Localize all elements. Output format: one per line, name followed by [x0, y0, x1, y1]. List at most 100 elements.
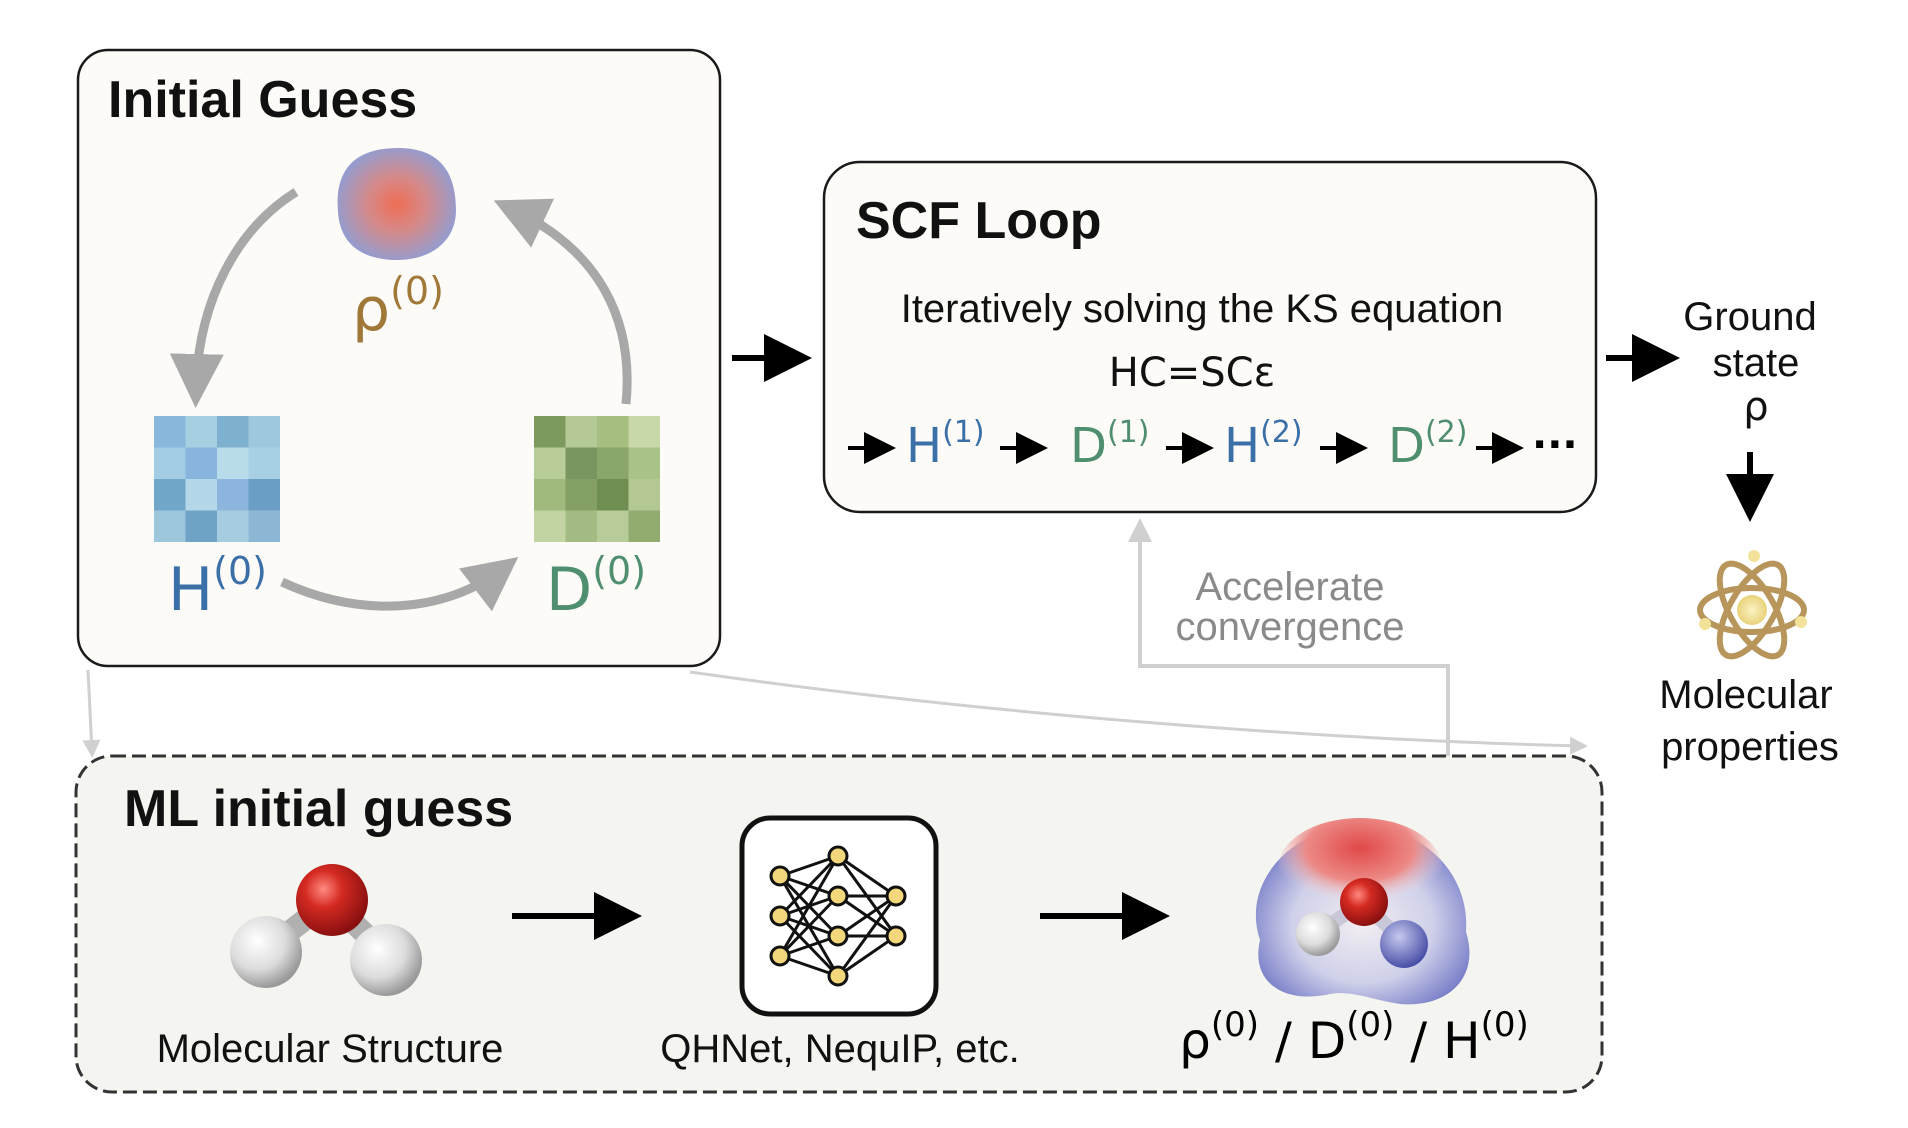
- h-matrix-cell: [154, 447, 186, 479]
- water-molecule-icon: [230, 864, 422, 996]
- d-matrix-cell: [628, 447, 660, 479]
- ml-output-d: D: [1308, 1012, 1347, 1070]
- scf-step-base: H: [906, 418, 942, 474]
- hamiltonian-matrix-icon: [154, 416, 280, 542]
- scf-step-base: D: [1388, 418, 1425, 474]
- d-0-sup: (0): [592, 549, 646, 593]
- ground-state-rho: ρ: [1743, 384, 1768, 430]
- neural-network-icon: [769, 845, 907, 987]
- d-matrix-cell: [565, 447, 597, 479]
- h-0-base: H: [168, 555, 213, 625]
- atom-icon: [1697, 550, 1807, 660]
- nn-edge: [837, 894, 897, 938]
- scf-step-sup: (1): [1107, 415, 1150, 450]
- ks-equation: HC=SCε: [1109, 350, 1275, 396]
- d-matrix-cell: [628, 479, 660, 511]
- models-label: QHNet, NequIP, etc.: [660, 1027, 1019, 1071]
- d-matrix-cell: [597, 416, 629, 448]
- accelerate-line1: Accelerate: [1196, 565, 1385, 609]
- h-matrix-cell: [217, 416, 249, 448]
- rho-0-base: ρ: [352, 275, 390, 345]
- scf-step-sup: (2): [1425, 415, 1468, 450]
- connector-left: [82, 669, 101, 758]
- d-0-base: D: [546, 555, 592, 625]
- scf-step-sup: (2): [1260, 415, 1303, 450]
- ml-output-d-sup: (0): [1346, 1005, 1394, 1045]
- d-matrix-cell: [565, 510, 597, 542]
- d-0-label: D(0): [546, 549, 646, 625]
- ml-output-sep1: /: [1259, 1012, 1308, 1070]
- electron-density-surface-icon: [1255, 818, 1470, 1005]
- nn-node: [885, 885, 907, 907]
- d-matrix-cell: [534, 416, 566, 448]
- d-matrix-cell: [565, 416, 597, 448]
- h-matrix-cell: [248, 479, 280, 511]
- nn-edge: [778, 855, 840, 957]
- nn-edge: [837, 934, 897, 978]
- h-matrix-cell: [154, 479, 186, 511]
- d-matrix-cell: [597, 447, 629, 479]
- d-matrix-cell: [534, 510, 566, 542]
- scf-ellipsis: ···: [1532, 422, 1578, 468]
- cycle-arrow-rho-to-h: [169, 188, 299, 408]
- nn-node: [827, 885, 849, 907]
- scf-step-sup: (1): [942, 415, 985, 450]
- scf-step-d-2: D(1): [1070, 415, 1149, 474]
- d-matrix-cell: [534, 479, 566, 511]
- molecular-properties-line2: properties: [1661, 725, 1839, 769]
- d-matrix-cell: [597, 479, 629, 511]
- h-0-sup: (0): [213, 549, 267, 593]
- nn-node: [885, 925, 907, 947]
- h-0-label: H(0): [168, 549, 267, 625]
- molecular-properties-line1: Molecular: [1659, 673, 1832, 717]
- accelerate-line2: convergence: [1175, 605, 1404, 649]
- density-blob-icon: [337, 148, 456, 260]
- h-matrix-cell: [217, 510, 249, 542]
- h-matrix-cell: [185, 510, 217, 542]
- h-matrix-cell: [248, 447, 280, 479]
- ml-output-h-sup: (0): [1481, 1005, 1529, 1045]
- h-matrix-cell: [154, 416, 186, 448]
- scf-step-d-4: D(2): [1388, 415, 1467, 474]
- ml-output-h: H: [1443, 1012, 1481, 1070]
- h-matrix-cell: [185, 447, 217, 479]
- molecular-structure-label: Molecular Structure: [157, 1027, 504, 1071]
- h-matrix-cell: [154, 510, 186, 542]
- h-matrix-cell: [217, 479, 249, 511]
- nn-edge: [778, 894, 840, 958]
- ml-output-rho-sup: (0): [1211, 1005, 1259, 1045]
- ground-state-line2: state: [1713, 341, 1800, 385]
- h-matrix-cell: [248, 416, 280, 448]
- nn-edge: [836, 895, 898, 977]
- ground-state-line1: Ground: [1683, 295, 1816, 339]
- h-matrix-cell: [217, 447, 249, 479]
- ml-output-sep2: /: [1394, 1012, 1443, 1070]
- d-matrix-cell: [534, 447, 566, 479]
- scf-step-base: D: [1070, 418, 1107, 474]
- rho-0-label: ρ(0): [352, 269, 444, 345]
- nn-node: [827, 845, 849, 867]
- d-matrix-cell: [628, 416, 660, 448]
- ml-initial-guess-title: ML initial guess: [124, 780, 513, 838]
- h-matrix-cell: [185, 479, 217, 511]
- ml-output-rho: ρ: [1179, 1012, 1211, 1070]
- density-matrix-icon: [534, 416, 660, 542]
- neural-network-icon-frame: [739, 815, 939, 1017]
- scf-step-base: H: [1224, 418, 1260, 474]
- scf-step-h-3: H(2): [1224, 415, 1303, 474]
- nn-node: [769, 905, 791, 927]
- cycle-arrow-h-to-d: [280, 557, 519, 612]
- d-matrix-cell: [628, 510, 660, 542]
- nn-node: [769, 865, 791, 887]
- nn-edge: [778, 854, 840, 918]
- nn-node: [827, 965, 849, 987]
- h-matrix-cell: [185, 416, 217, 448]
- scf-loop-title: SCF Loop: [856, 192, 1102, 250]
- nn-node: [769, 945, 791, 967]
- ml-output-label: ρ(0) / D(0) / H(0): [1179, 1005, 1529, 1070]
- scf-iteration-sequence: H(1)D(1)H(2)D(2)···: [848, 415, 1578, 474]
- h-matrix-cell: [248, 510, 280, 542]
- accelerate-feedback-line: [1128, 518, 1450, 760]
- d-matrix-cell: [565, 479, 597, 511]
